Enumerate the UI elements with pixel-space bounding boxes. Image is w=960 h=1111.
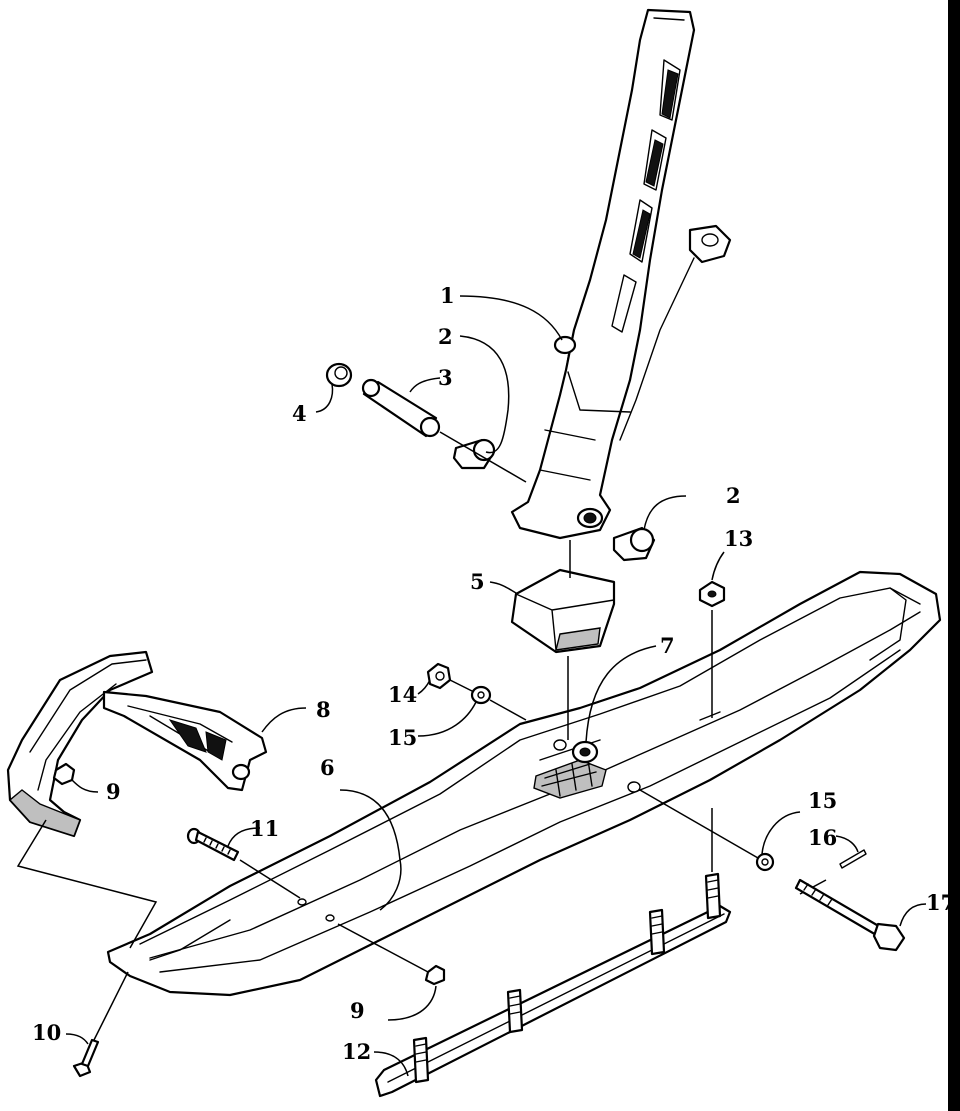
spindle-part-1 xyxy=(510,8,732,540)
cotter-pin-part-16 xyxy=(839,849,867,869)
callout-11: 11 xyxy=(250,816,279,841)
callout-2-left: 2 xyxy=(438,324,453,349)
ski-handle-part-8 xyxy=(6,650,268,838)
bushing-part-2-left xyxy=(452,438,496,470)
washer-part-15-lower xyxy=(755,852,775,872)
sleeve-part-3 xyxy=(361,378,441,438)
bolt-part-17 xyxy=(794,878,906,952)
bushing-part-2-right xyxy=(612,526,656,562)
callout-10: 10 xyxy=(32,1020,61,1045)
callout-7: 7 xyxy=(660,633,675,658)
wear-block-part-5 xyxy=(510,568,616,654)
callout-8: 8 xyxy=(316,697,331,722)
ski-part-6 xyxy=(106,570,942,997)
right-edge-bar xyxy=(948,0,960,1111)
callout-16: 16 xyxy=(808,825,837,850)
callout-9-upper: 9 xyxy=(106,779,121,804)
callout-6: 6 xyxy=(320,755,335,780)
nut-part-14 xyxy=(426,662,452,690)
cap-part-4 xyxy=(325,362,353,388)
callout-14: 14 xyxy=(388,682,417,707)
wear-bar-part-12 xyxy=(374,872,732,1098)
callout-1: 1 xyxy=(440,283,455,308)
callout-2-right: 2 xyxy=(726,483,741,508)
nut-part-9-lower xyxy=(424,964,446,986)
nut-part-13 xyxy=(698,580,726,608)
callout-15-upper: 15 xyxy=(388,725,417,750)
washer-part-7 xyxy=(571,740,599,764)
callout-9-lower: 9 xyxy=(350,998,365,1023)
callout-5: 5 xyxy=(470,569,485,594)
callout-13: 13 xyxy=(724,526,753,551)
callout-15-lower: 15 xyxy=(808,788,837,813)
washer-part-15-upper xyxy=(470,685,492,705)
callout-12: 12 xyxy=(342,1039,371,1064)
bolt-part-10 xyxy=(72,1038,100,1078)
callout-3: 3 xyxy=(438,365,453,390)
bolt-part-11 xyxy=(186,827,240,862)
callout-4: 4 xyxy=(292,401,307,426)
